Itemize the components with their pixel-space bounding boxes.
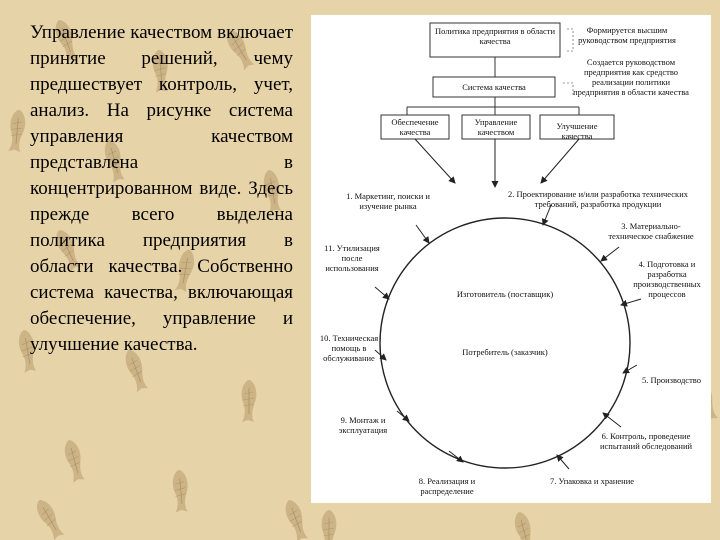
diagram-shapes [374, 22, 642, 470]
manufacturer-label: Изготовитель (поставщик) [456, 289, 554, 299]
stage-1-arrow [415, 224, 430, 244]
stage-6-arrow [602, 412, 622, 428]
stage-3-arrow [600, 246, 620, 262]
stage-label-4: 4. Подготовка и разработка производствен… [633, 259, 701, 299]
stage-9-arrow [396, 410, 410, 422]
management-box [461, 114, 531, 140]
system-note: Создается руководством предприятия как с… [573, 57, 689, 97]
quality-system-diagram: Политика предприятия в области качества … [311, 15, 711, 503]
policy-box-label: Политика предприятия в области качества [434, 26, 556, 46]
loop-circle [379, 217, 631, 469]
assurance-box-label: Обеспечение качества [391, 117, 439, 137]
stage-7-arrow [556, 454, 570, 470]
stage-label-10: 10. Техническая помощь в обслуживание [319, 333, 379, 363]
improvement-arrow [540, 138, 580, 184]
assurance-arrow [414, 138, 456, 184]
policy-box [429, 22, 561, 58]
system-note-bracket [563, 82, 574, 95]
management-box-label: Управление качеством [474, 117, 518, 137]
stage-label-8: 8. Реализация и распределение [418, 476, 476, 496]
stage-5-arrow [622, 364, 638, 374]
system-box [432, 76, 556, 98]
stage-4-arrow [620, 298, 642, 307]
stage-label-11: 11. Утилизация после использования [324, 243, 380, 273]
consumer-label: Потребитель (заказчик) [462, 347, 548, 357]
stage-label-9: 9. Монтаж и эксплуатация [338, 415, 388, 435]
stage-8-arrow [448, 450, 464, 463]
policy-note-bracket [567, 28, 574, 52]
stage-label-2: 2. Проектирование и/или разработка техни… [507, 189, 688, 209]
stage-label-3: 3. Материально-техническое снабжение [608, 221, 694, 241]
stage-label-7: 7. Упаковка и хранение [549, 476, 635, 486]
body-paragraph: Управление качеством включает принятие р… [30, 22, 293, 355]
system-box-label: Система качества [462, 82, 526, 92]
stage-2-arrow [541, 204, 552, 226]
stage-label-6: 6. Контроль, проведение испытаний обслед… [599, 431, 693, 451]
stage-10-arrow [374, 349, 387, 361]
stage-11-arrow [374, 286, 390, 300]
stage-label-1: 1. Маркетинг, поиски и изучение рынка [346, 191, 430, 211]
improvement-box-label: Улучшение качества [556, 121, 598, 141]
policy-note: Формируется высшим руководством предприя… [578, 25, 676, 45]
stage-label-5: 5. Производство [641, 375, 701, 385]
improvement-box [539, 114, 615, 140]
